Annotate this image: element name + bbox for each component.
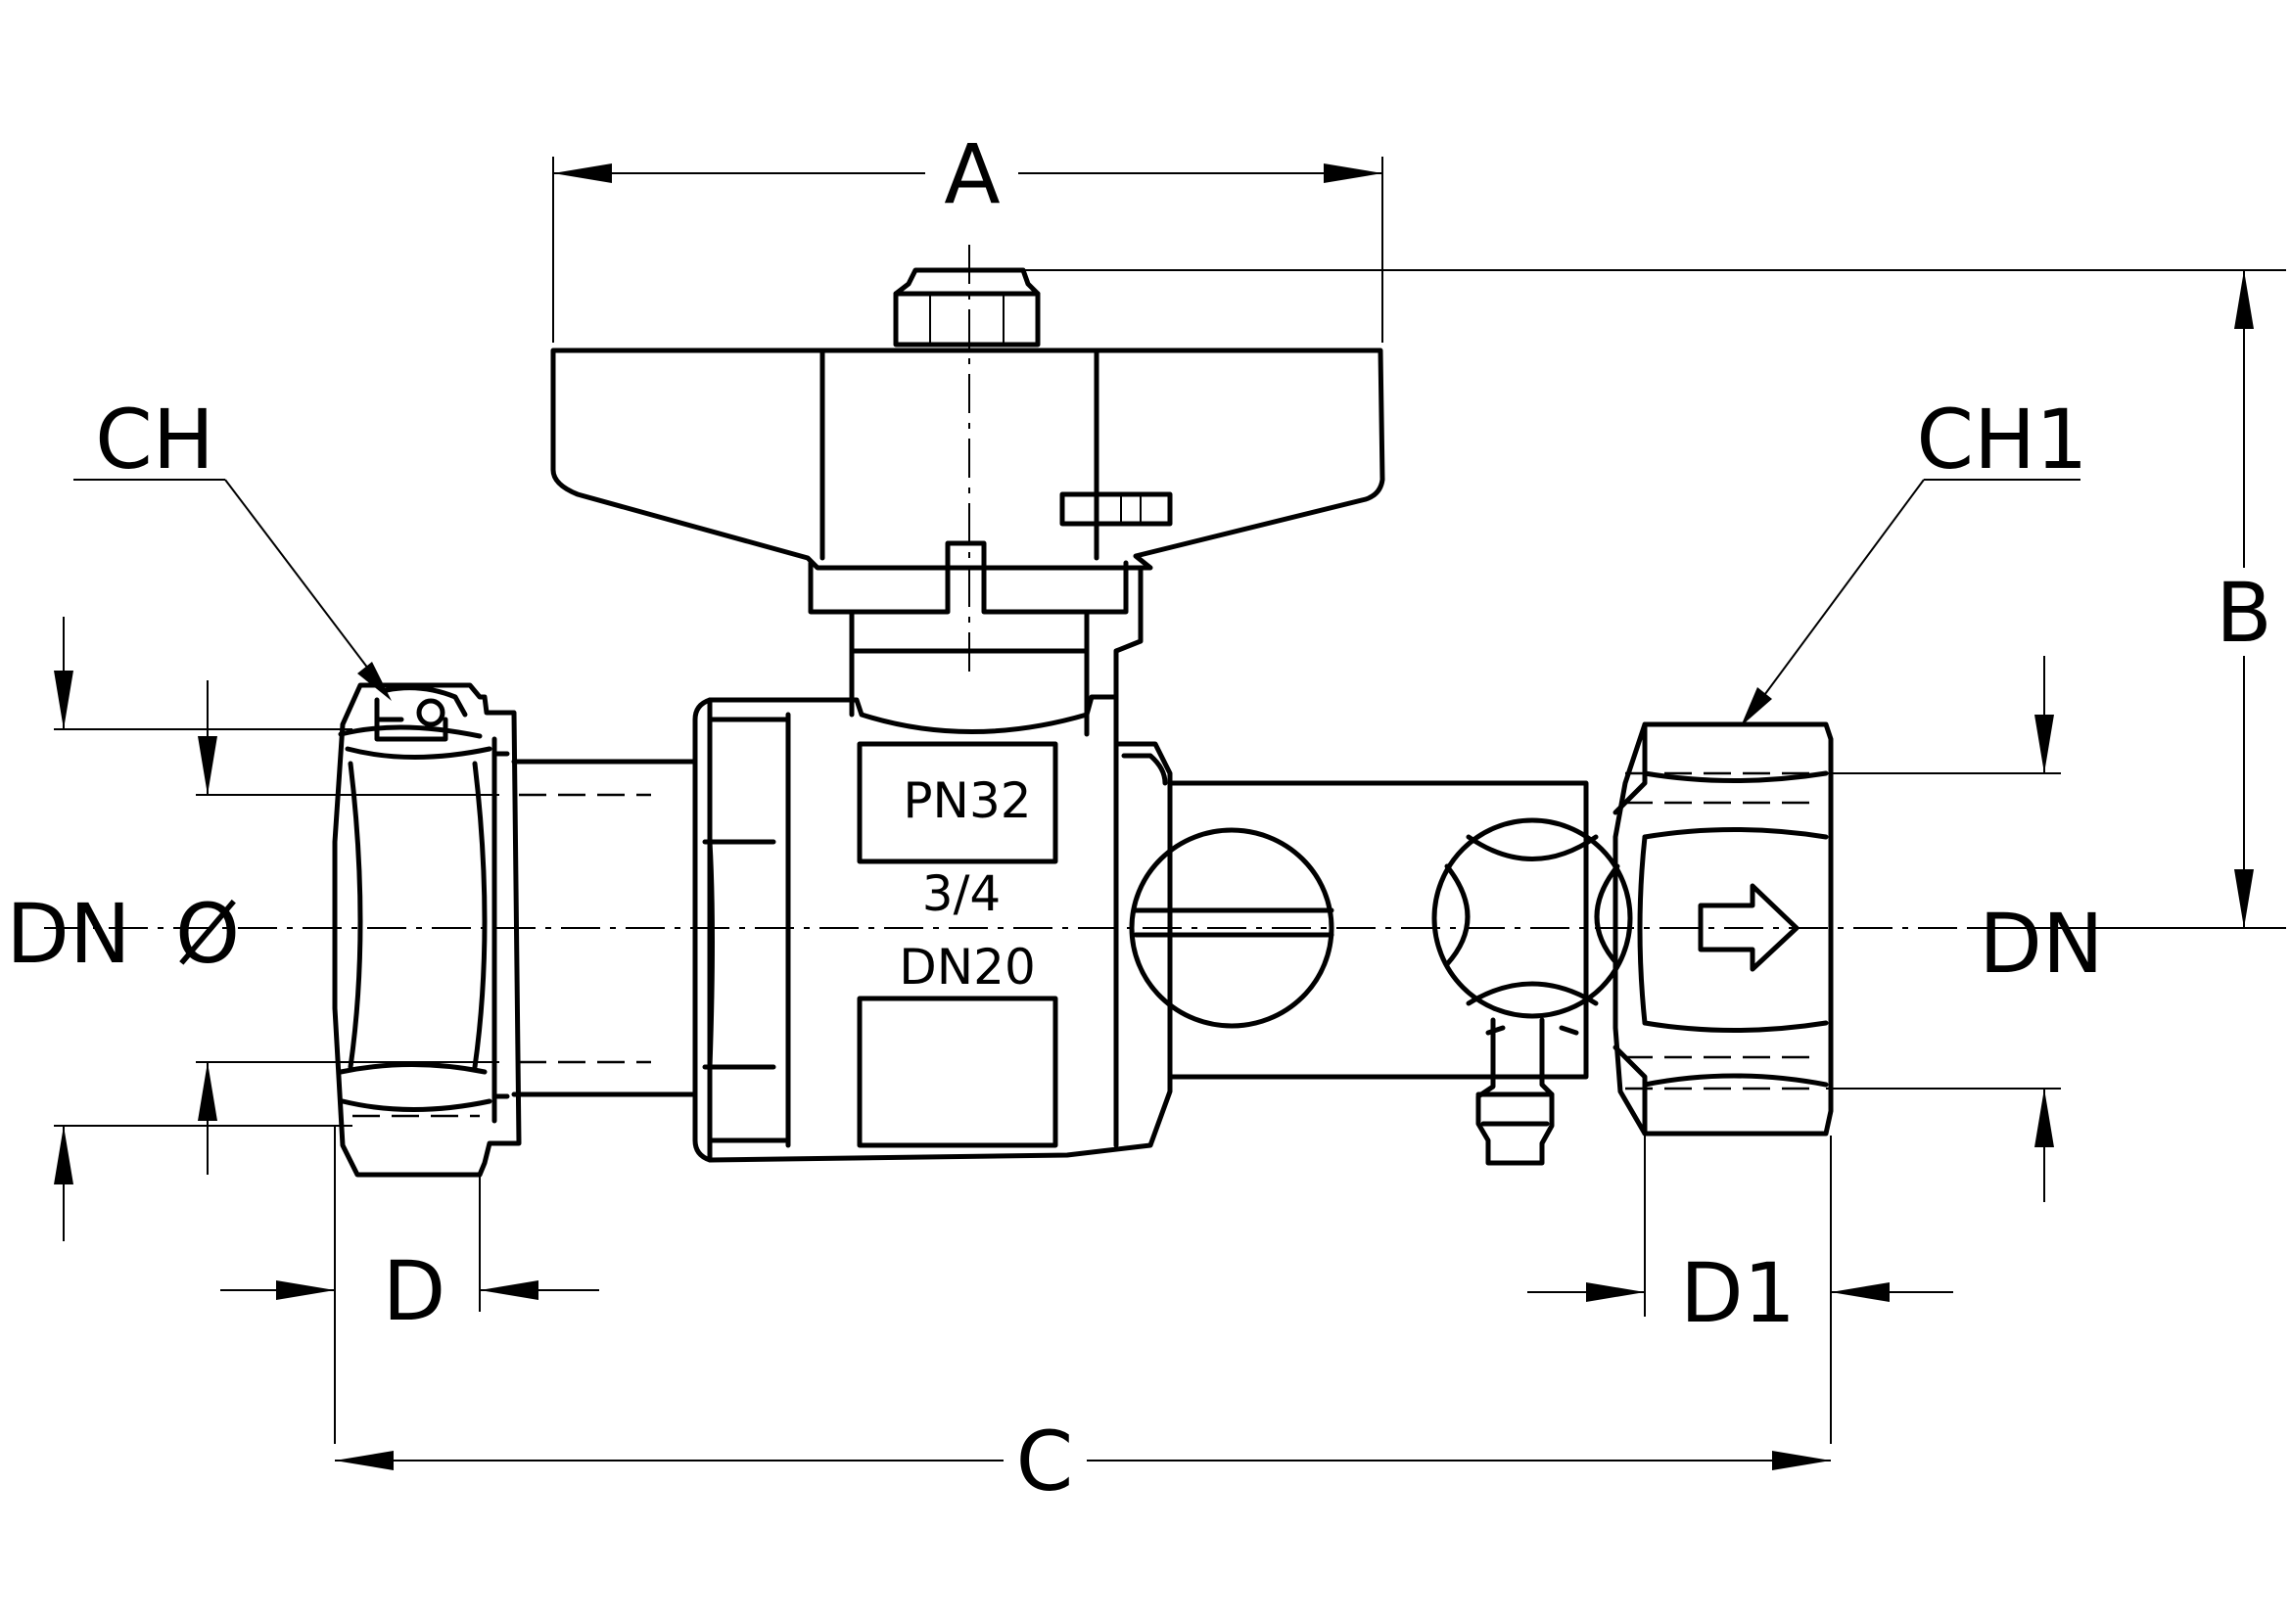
leader-ch1 [1741, 479, 2080, 726]
dimension-diameter [196, 680, 499, 1175]
left-coupling-nut [332, 682, 522, 1178]
dimension-b [974, 269, 2286, 929]
left-pipe [511, 759, 698, 1097]
label-d: D [383, 1243, 446, 1339]
label-c: C [1016, 1414, 1074, 1509]
right-hex-nut [1612, 721, 1834, 1137]
seal-tab [374, 697, 448, 742]
label-dn-left: DN [6, 886, 131, 982]
dimension-d1 [1527, 1136, 1953, 1444]
butterfly-handle [550, 348, 1385, 615]
label-b: B [2216, 565, 2272, 661]
valve-body [692, 694, 1173, 1163]
leader-ch [73, 479, 392, 701]
label-d1: D1 [1680, 1245, 1796, 1341]
drain-extension [1129, 780, 1633, 1166]
label-diameter: Ø [175, 886, 240, 982]
handle-nut [893, 267, 1041, 348]
label-ch: CH [95, 392, 214, 487]
mark-size: 3/4 [922, 865, 1001, 922]
dimension-d [220, 1126, 599, 1444]
mark-pressure: PN32 [903, 772, 1031, 829]
dimension-dn-right [1826, 656, 2061, 1202]
label-ch1: CH1 [1916, 392, 2087, 487]
label-dn-right: DN [1979, 896, 2104, 992]
dimension-a [552, 157, 1383, 343]
dimension-dn-left [54, 617, 352, 1241]
mark-nominal: DN20 [899, 939, 1036, 996]
valve-stem [849, 565, 1144, 737]
dimension-c [335, 1451, 1831, 1470]
label-a: A [944, 126, 1000, 222]
